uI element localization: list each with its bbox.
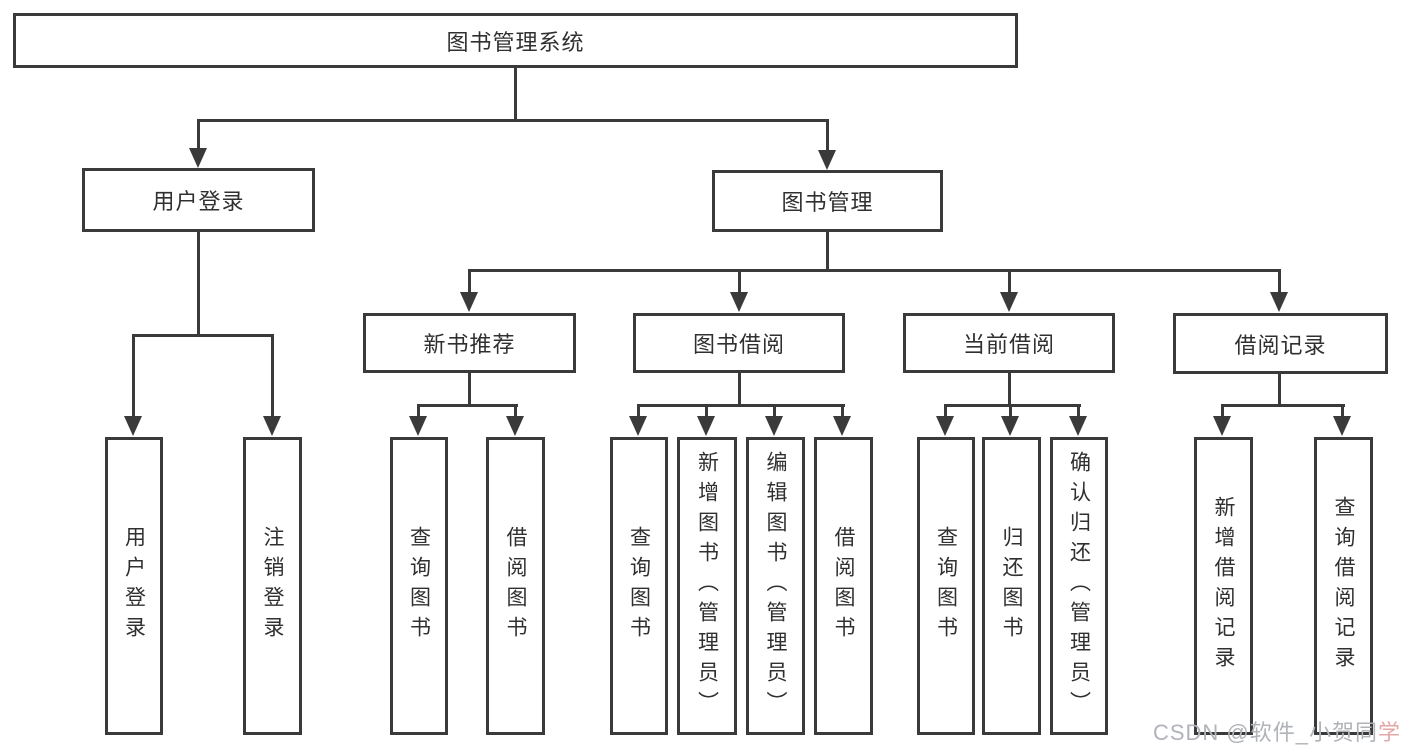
arrow-down-icon [189, 148, 207, 168]
node-new-book-recommend: 新书推荐 [363, 313, 576, 373]
arrow-down-icon [409, 416, 427, 436]
leaf-bb-edit-books-admin: 编辑图书（管理员） [746, 437, 805, 735]
connector-line [705, 404, 708, 418]
connector-line [738, 371, 741, 407]
leaf-rec-query-books: 查询图书 [390, 437, 448, 735]
leaf-bb-add-books-admin-label: 新增图书（管理员） [695, 451, 719, 721]
leaf-user-login-label: 用户登录 [122, 526, 146, 646]
csdn-watermark-suffix: 学 [1377, 720, 1401, 745]
connector-line [271, 334, 274, 416]
node-book-management: 图书管理 [712, 170, 943, 232]
connector-line [1221, 404, 1345, 407]
arrow-down-icon [765, 416, 783, 436]
connector-line [514, 66, 517, 120]
connector-line [841, 404, 844, 418]
leaf-bb-borrow-books-label: 借阅图书 [832, 526, 855, 646]
leaf-br-add-record: 新增借阅记录 [1194, 437, 1253, 735]
connector-line [132, 334, 274, 337]
connector-line [197, 230, 200, 336]
csdn-watermark: CSDN @软件_小贺同学 [1153, 715, 1401, 747]
leaf-cb-query-books: 查询图书 [917, 437, 975, 735]
connector-line [637, 404, 640, 418]
connector-line [1221, 404, 1224, 418]
connector-line [944, 404, 947, 418]
connector-line [1341, 404, 1344, 418]
node-current-borrowing-label: 当前借阅 [962, 332, 1055, 357]
arrow-down-icon [124, 416, 142, 436]
connector-line [514, 404, 517, 418]
connector-line [1077, 404, 1080, 418]
arrow-down-icon [460, 292, 478, 312]
arrow-down-icon [1270, 292, 1288, 312]
arrow-down-icon [1333, 416, 1351, 436]
leaf-cb-confirm-return-admin: 确认归还（管理员） [1050, 437, 1108, 735]
connector-line [944, 404, 1081, 407]
arrow-down-icon [818, 150, 836, 170]
arrow-down-icon [263, 416, 281, 436]
node-book-management-label: 图书管理 [781, 190, 874, 215]
csdn-watermark-text: CSDN @软件_小贺同 [1152, 720, 1378, 745]
node-book-borrowing: 图书借阅 [633, 313, 845, 373]
connector-line [1008, 371, 1011, 407]
connector-line [1278, 269, 1281, 294]
arrow-down-icon [629, 416, 647, 436]
connector-line [637, 404, 845, 407]
leaf-bb-query-books-label: 查询图书 [627, 526, 651, 646]
leaf-rec-borrow-books-label: 借阅图书 [504, 526, 527, 646]
node-user-login: 用户登录 [82, 168, 315, 232]
leaf-user-login: 用户登录 [105, 437, 163, 735]
node-borrowing-records: 借阅记录 [1173, 313, 1388, 374]
arrow-down-icon [1001, 416, 1019, 436]
connector-line [738, 269, 741, 294]
arrow-down-icon [1213, 416, 1231, 436]
connector-line [468, 371, 471, 407]
arrow-down-icon [730, 292, 748, 312]
connector-line [1009, 404, 1012, 418]
leaf-rec-borrow-books: 借阅图书 [486, 437, 545, 735]
leaf-br-query-record: 查询借阅记录 [1314, 437, 1373, 735]
arrow-down-icon [697, 416, 715, 436]
node-book-borrowing-label: 图书借阅 [692, 332, 785, 357]
connector-line [417, 404, 518, 407]
arrow-down-icon [506, 416, 524, 436]
leaf-rec-query-books-label: 查询图书 [407, 526, 431, 646]
node-current-borrowing: 当前借阅 [903, 313, 1115, 373]
leaf-bb-query-books: 查询图书 [610, 437, 668, 735]
node-borrowing-records-label: 借阅记录 [1234, 332, 1327, 358]
connector-line [468, 269, 1281, 272]
connector-line [197, 119, 200, 152]
leaf-cb-confirm-return-admin-label: 确认归还（管理员） [1067, 451, 1091, 721]
leaf-cb-query-books-label: 查询图书 [934, 526, 958, 646]
arrow-down-icon [936, 416, 954, 436]
connector-line [1008, 269, 1011, 294]
leaf-logout-label: 注销登录 [261, 526, 284, 646]
connector-line [826, 119, 829, 152]
connector-line [468, 269, 471, 294]
connector-line [773, 404, 776, 418]
connector-line [1278, 372, 1281, 407]
arrow-down-icon [1000, 292, 1018, 312]
connector-line [417, 404, 420, 418]
arrow-down-icon [1069, 416, 1087, 436]
connector-line [826, 230, 829, 272]
node-root: 图书管理系统 [13, 13, 1018, 68]
leaf-bb-edit-books-admin-label: 编辑图书（管理员） [764, 451, 787, 721]
node-user-login-label: 用户登录 [152, 189, 245, 214]
leaf-logout: 注销登录 [243, 437, 302, 735]
leaf-bb-borrow-books: 借阅图书 [814, 437, 873, 735]
node-root-label: 图书管理系统 [446, 29, 585, 55]
connector-line [197, 119, 829, 122]
leaf-cb-return-books-label: 归还图书 [1000, 526, 1023, 646]
leaf-bb-add-books-admin: 新增图书（管理员） [677, 437, 737, 735]
leaf-br-query-record-label: 查询借阅记录 [1332, 496, 1355, 676]
leaf-br-add-record-label: 新增借阅记录 [1212, 496, 1235, 676]
node-new-book-recommend-label: 新书推荐 [423, 332, 516, 357]
leaf-cb-return-books: 归还图书 [982, 437, 1041, 735]
arrow-down-icon [833, 416, 851, 436]
connector-line [132, 334, 135, 416]
